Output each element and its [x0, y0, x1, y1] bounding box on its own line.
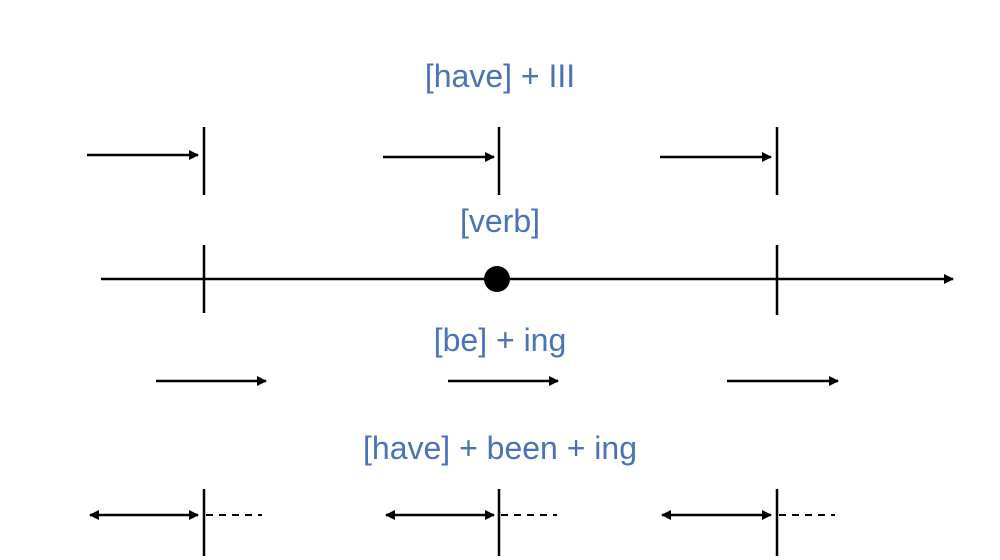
present-moment-dot [484, 266, 510, 292]
label-verb: [verb] [459, 203, 541, 239]
label-have-been-ing: [have] + been + ing [363, 430, 637, 466]
perfect-row [87, 127, 779, 195]
label-be-ing: [be] + ing [433, 322, 567, 358]
perfect-progressive-row [89, 489, 835, 556]
main-timeline [101, 245, 954, 315]
label-have-iii: [have] + III [424, 58, 576, 94]
